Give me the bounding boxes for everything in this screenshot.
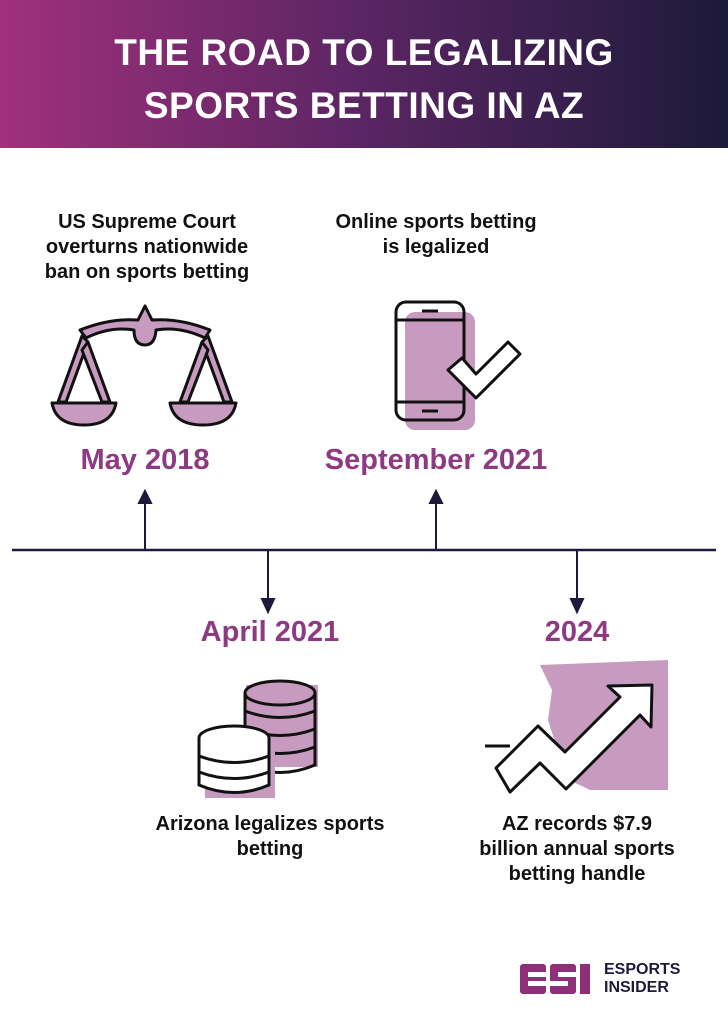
scales-of-justice-icon	[50, 304, 238, 427]
event-apr-2021-description: Arizona legalizes sports betting	[120, 812, 420, 862]
logo-line-1: ESPORTS	[604, 961, 681, 978]
description-line: betting handle	[508, 863, 646, 885]
smartphone-check-icon	[394, 300, 522, 430]
description-line: US Supreme Court	[58, 211, 236, 233]
coin-stacks-icon	[197, 679, 318, 798]
esports-insider-logo-text: ESPORTS INSIDER	[604, 961, 680, 997]
arrow-up-may-2018	[137, 488, 153, 550]
description-line: ban on sports betting	[44, 261, 250, 283]
event-date: September 2021	[324, 444, 548, 476]
description-line: Online sports betting	[335, 211, 537, 233]
description-line: AZ records $7.9	[501, 813, 653, 835]
title-line-1: THE ROAD TO LEGALIZING	[114, 32, 614, 73]
event-sep-2021-description: Online sports betting is legalized	[286, 210, 586, 260]
event-date: April 2021	[200, 616, 340, 648]
arrow-down-apr-2021	[260, 550, 276, 615]
event-date: May 2018	[80, 444, 210, 476]
description-line: betting	[236, 838, 304, 860]
description-line: Arizona legalizes sports	[155, 813, 385, 835]
arizona-growth-arrow-icon	[485, 660, 668, 794]
header-banner: THE ROAD TO LEGALIZING SPORTS BETTING IN…	[0, 0, 728, 148]
description-line: is legalized	[382, 236, 490, 258]
title-line-2: SPORTS BETTING IN AZ	[143, 85, 585, 126]
description-line: overturns nationwide	[45, 236, 249, 258]
description-line: billion annual sports	[479, 838, 675, 860]
event-may-2018-description: US Supreme Court overturns nationwide ba…	[0, 210, 294, 285]
event-2024-description: AZ records $7.9 billion annual sports be…	[427, 812, 727, 887]
logo-line-2: INSIDER	[604, 979, 669, 996]
esi-logo-mark	[520, 964, 590, 994]
arrow-down-2024	[569, 550, 585, 615]
event-date: 2024	[544, 616, 610, 648]
arrow-up-sep-2021	[428, 488, 444, 550]
